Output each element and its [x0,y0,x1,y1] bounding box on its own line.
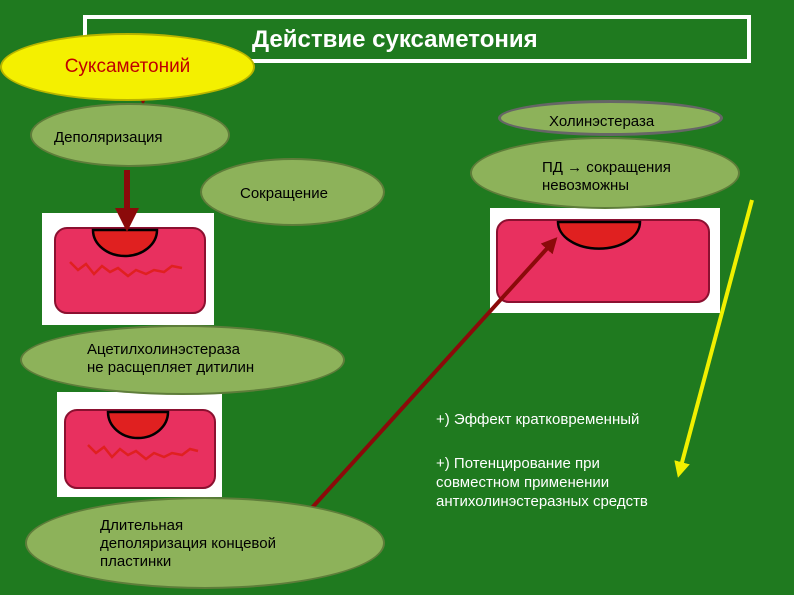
potent-line-1: +) Потенцирование при [436,455,600,472]
suksametoniy-node: Суксаметоний [0,33,255,101]
long-line-3: пластинки [100,553,172,570]
pd-line-1: ПД → сокращения [542,159,671,176]
potent-line-3: антихолинэстеразных средств [436,492,648,510]
long-line-1: Длительная [100,517,184,534]
acetylcholinesterase-node: Ацетилхолинэстераза не расщепляет дитили… [20,325,345,395]
muscle-fiber-illustration-2 [490,208,720,313]
pd-label: ПД → сокращения невозможны [542,159,671,195]
potent-line-2: совместном применении [436,473,610,491]
contraction-node: Сокращение [200,158,385,226]
acetyl-line-2: не расщепляет дитилин [87,359,255,376]
effect-note: +) Эффект кратковременный [436,411,640,428]
contraction-label: Сокращение [240,185,328,202]
pd-line-2: невозможны [542,177,630,194]
acetyl-label: Ацетилхолинэстераза не расщепляет дитили… [87,341,254,377]
arrow-long-depol-to-muscle [308,237,558,512]
muscle-fiber-illustration-1 [42,213,214,325]
page-title: Действие суксаметония [252,26,538,53]
pd-node: ПД → сокращения невозможны [470,137,740,209]
long-label: Длительная деполяризация концевой пласти… [100,517,276,571]
depolarization-node: Деполяризация [30,103,230,167]
suksametoniy-label: Суксаметоний [64,55,191,77]
arrow-yellow [674,199,754,478]
potentiation-note: +) Потенцирование при совместном примене… [436,455,736,511]
muscle-fiber-illustration-3 [57,392,222,497]
long-depolarization-node: Длительная деполяризация концевой пласти… [25,497,385,589]
cholinesterase-label: Холинэстераза [549,113,655,130]
depolarization-label: Деполяризация [54,129,163,146]
long-line-2: деполяризация концевой [100,535,276,552]
cholinesterase-node: Холинэстераза [498,100,723,136]
acetyl-line-1: Ацетилхолинэстераза [87,341,240,358]
